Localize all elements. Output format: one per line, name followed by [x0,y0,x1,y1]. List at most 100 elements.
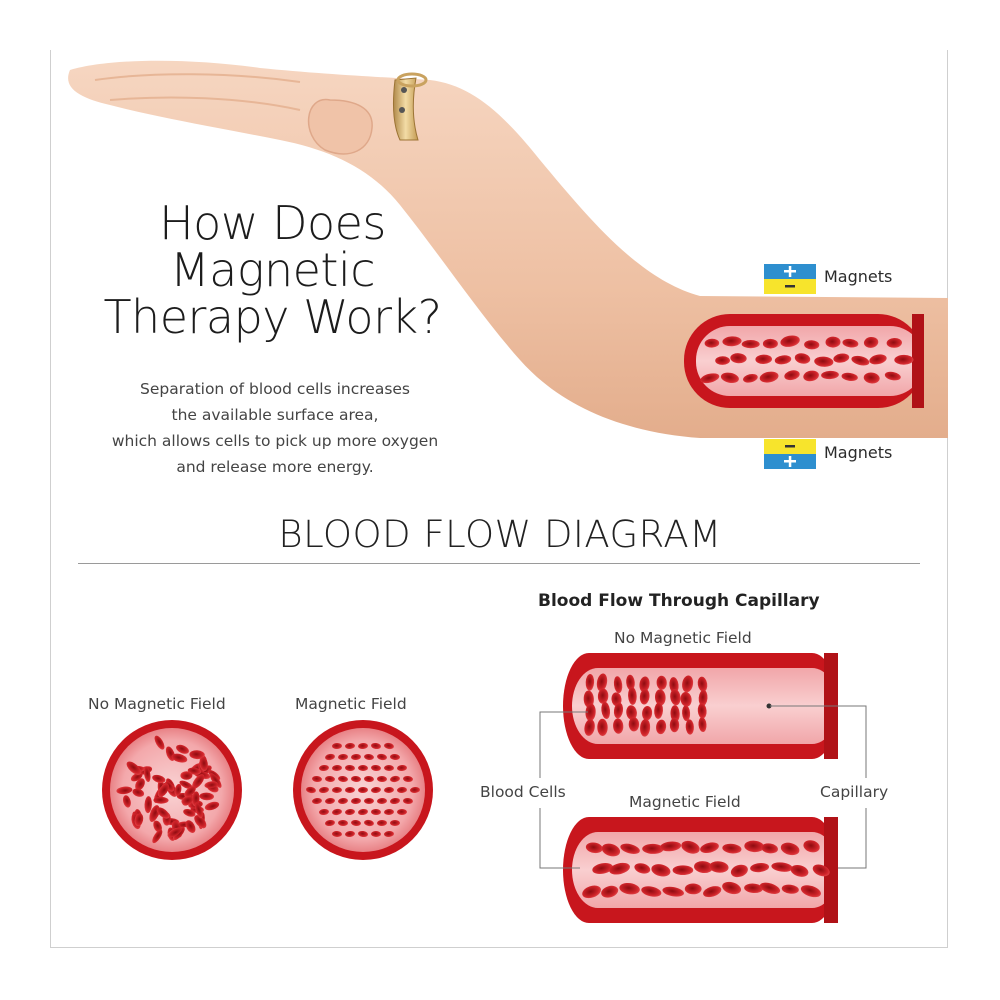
blood-cell [377,819,387,827]
blood-cell [358,830,368,838]
capillary-top-label: No Magnetic Field [614,629,752,647]
blood-cell [609,862,630,875]
blood-cell [199,792,214,801]
blood-cell [132,788,145,797]
blood-cell [194,802,203,819]
magnets-bottom-label: Magnets [824,443,893,462]
blood-cell [662,886,684,897]
blood-cell [371,808,381,816]
blood-cell [722,843,742,854]
blood-cell [384,786,394,794]
blood-cell [821,370,839,380]
blood-cell [682,675,694,693]
blood-cell [306,786,316,794]
blood-cell [804,340,820,350]
blood-cell [403,797,413,805]
blood-cell [585,703,596,722]
blood-cell [134,813,144,827]
blood-cell [670,689,681,706]
blood-cell [684,883,702,895]
blood-cell [597,688,609,704]
blood-cell [181,795,193,805]
blood-cell [759,371,779,383]
thumb-shape [308,99,373,155]
magnet-bottom-icon [764,439,816,469]
blood-cell [761,843,778,854]
clustered-blood-cells [116,735,222,844]
blood-cell [755,354,772,365]
blood-cell [597,718,608,736]
blood-cell [584,719,595,736]
blood-cell [338,819,348,827]
blood-cell [171,753,188,763]
blood-cell [585,842,603,854]
blood-cell [191,791,200,807]
blood-cell [851,355,870,366]
blood-cell [730,864,748,878]
blood-cell [157,783,169,798]
magnets-top-label: Magnets [824,267,893,286]
blood-cell [144,796,152,814]
blood-cell [126,761,142,775]
blood-cell [628,717,640,732]
blood-cell [660,841,682,852]
blood-cell [153,820,162,833]
blood-cell [345,808,355,816]
blood-cell [390,753,400,761]
page-title: How Does Magnetic Therapy Work? [50,200,495,341]
blood-cell [174,783,182,796]
blood-cell [325,819,335,827]
capillary-clustered-cells [583,673,708,737]
description-line-4: and release more energy. [176,458,374,476]
blood-cell [651,864,671,877]
cross-section-magnetic-field [293,720,433,860]
blood-cell [698,717,707,732]
blood-cell [709,861,729,873]
blood-cell [384,742,394,750]
blood-cell [722,881,742,895]
blood-cell [784,370,800,381]
cross-section-no-field [102,720,242,860]
blood-cell [332,764,342,772]
blood-cell [642,706,653,721]
blood-cell [601,843,621,857]
blood-cell [585,674,595,691]
blood-cell [704,338,720,348]
blood-cell [364,753,374,761]
blood-cell [613,702,624,719]
title-line-2: Magnetic [169,243,376,297]
blood-cell [179,780,193,789]
magnet-top-icon [764,264,816,294]
title-line-3: Therapy Work? [103,290,442,344]
blood-cell [750,863,770,873]
blood-cell [332,742,342,750]
blood-cell [338,775,348,783]
blood-cell [332,830,342,838]
blood-cell [628,687,637,705]
blood-cell [700,842,719,853]
blood-cell [351,797,361,805]
description-text: Separation of blood cells increases the … [55,376,495,480]
blood-cell [338,797,348,805]
blood-cell [345,786,355,794]
blood-cell [384,808,394,816]
blood-cell [364,775,374,783]
wrist-blood-cells [700,335,914,384]
blood-cell [669,717,680,733]
description-line-1: Separation of blood cells increases [139,380,411,398]
circle-label-no-field: No Magnetic Field [88,695,226,713]
blood-cell [338,753,348,761]
blood-cell [869,354,887,365]
blood-cell [812,864,830,877]
blood-cell [669,677,679,694]
blood-cell [682,705,691,722]
blood-cell [715,356,730,365]
separated-blood-cells [306,742,420,838]
blood-cell [592,863,613,874]
blood-cell [358,764,368,772]
blood-cell [814,356,834,367]
blood-cell [774,355,792,365]
blood-cell [863,336,879,348]
blood-cell [332,786,342,794]
blood-cell [377,775,387,783]
